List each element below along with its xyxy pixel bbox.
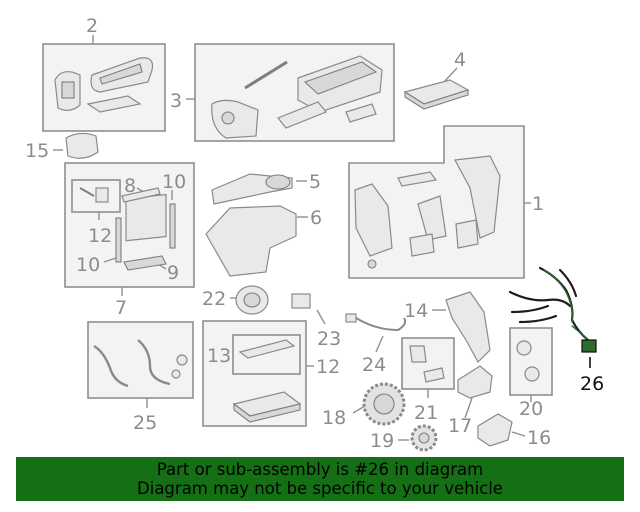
group-box-20 [509,327,553,396]
part-7-heater-core [79,187,176,271]
callout-24: 24 [362,354,386,376]
part-1-hvac-module [354,155,501,269]
callout-20: 20 [519,398,543,420]
callout-21: 21 [414,402,438,424]
callout-25: 25 [133,412,157,434]
callout-10-top: 10 [162,171,186,193]
part-25-hoses [93,339,188,388]
part-17-actuator [457,365,493,399]
callout-19: 19 [370,430,394,452]
part-22-blower-motor [235,285,269,315]
part-26-wiring-harness [508,266,597,353]
callout-11: 12 [88,225,112,247]
part-12-filter-edge [233,402,301,423]
part-4-cabin-filter-edge [404,89,469,110]
part-2-bezel [54,57,154,113]
callout-5: 5 [309,171,321,193]
callout-8: 8 [124,175,136,197]
part-20-knobs [516,340,540,382]
leader-16 [511,431,526,437]
callout-26: 26 [580,373,604,395]
callout-4: 4 [454,49,466,71]
part-15-actuator [65,132,99,159]
callout-23: 23 [317,328,341,350]
callout-1: 1 [532,193,544,215]
callout-18: 18 [322,407,346,429]
part-14-duct [445,291,491,363]
callout-22: 22 [202,288,226,310]
callout-7: 7 [115,297,127,319]
callout-9: 9 [167,262,179,284]
part-5-blower-ring [265,174,291,190]
callout-6: 6 [310,207,322,229]
leader-4 [443,67,458,83]
part-16-actuator [477,413,513,447]
callout-16: 16 [527,427,551,449]
leader-18 [352,405,366,414]
parts-diagram: 2 3 4 1 5 6 15 8 10 12 10 9 7 22 23 24 1… [25,15,604,452]
part-18-gear [362,382,406,426]
part-13-seal [238,339,296,359]
callout-10-bottom: 10 [76,254,100,276]
leader-24 [375,335,384,353]
part-24-temperature-sensor [345,313,407,332]
callout-14: 14 [404,300,428,322]
part-6-blower-housing [205,205,297,277]
leader-23 [316,309,326,325]
callout-3: 3 [170,90,182,112]
part-23-blower-resistor [291,293,311,309]
part-21-vent-clips [409,345,445,383]
leader-10-bottom [103,257,117,263]
banner-line-2: Diagram may not be specific to your vehi… [137,479,503,498]
callout-15: 15 [25,140,49,162]
leader-17 [464,397,473,419]
part-19-gear [410,424,438,452]
callout-12: 12 [316,356,340,378]
info-banner: Part or sub-assembly is #26 in diagram D… [16,457,624,501]
callout-17: 17 [448,415,472,437]
banner-line-1: Part or sub-assembly is #26 in diagram [156,460,484,479]
callout-2: 2 [86,15,98,37]
callout-13: 13 [207,345,231,367]
part-3-hvac-case [211,55,383,139]
